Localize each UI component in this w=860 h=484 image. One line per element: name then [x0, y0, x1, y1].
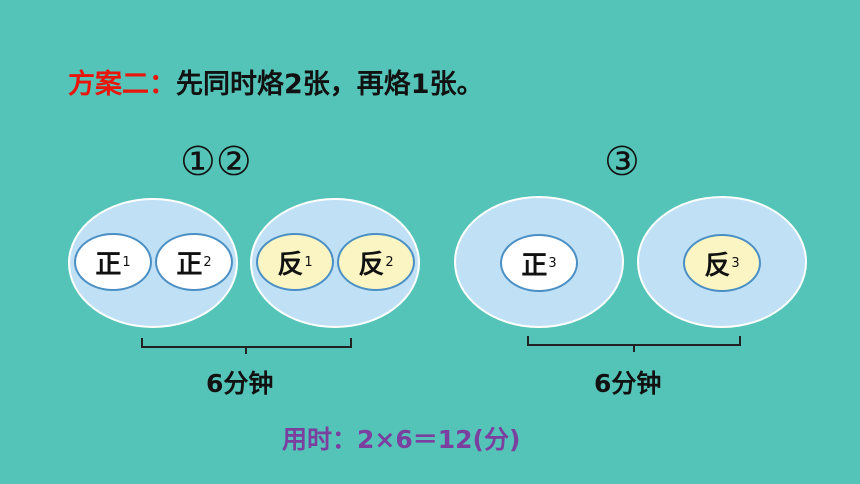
bracket-2-tick [633, 344, 635, 352]
scheme-heading: 方案二：先同时烙2张，再烙1张。 [68, 62, 484, 101]
side-sub: 3 [731, 255, 740, 271]
scheme-text: 先同时烙2张，再烙1张。 [176, 69, 484, 100]
duration-1: 6分钟 [206, 369, 274, 398]
side-sub: 1 [304, 254, 313, 270]
group-label-3: ③ [604, 139, 640, 185]
side-sub: 3 [548, 255, 557, 271]
group-label-1-2: ①② [180, 139, 252, 185]
side-char: 反 [704, 250, 731, 281]
side-sub: 2 [203, 254, 212, 270]
scheme-label: 方案二： [68, 69, 176, 100]
side-char: 正 [176, 249, 203, 280]
side-char: 正 [95, 249, 122, 280]
total-time-result: 用时：2×6＝12(分) [282, 425, 521, 454]
side-sub: 2 [385, 254, 394, 270]
side-char: 反 [277, 249, 304, 280]
bracket-1-tick [245, 346, 247, 354]
duration-2: 6分钟 [594, 369, 662, 398]
side-char: 正 [521, 250, 548, 281]
side-char: 反 [358, 249, 385, 280]
side-sub: 1 [122, 254, 131, 270]
